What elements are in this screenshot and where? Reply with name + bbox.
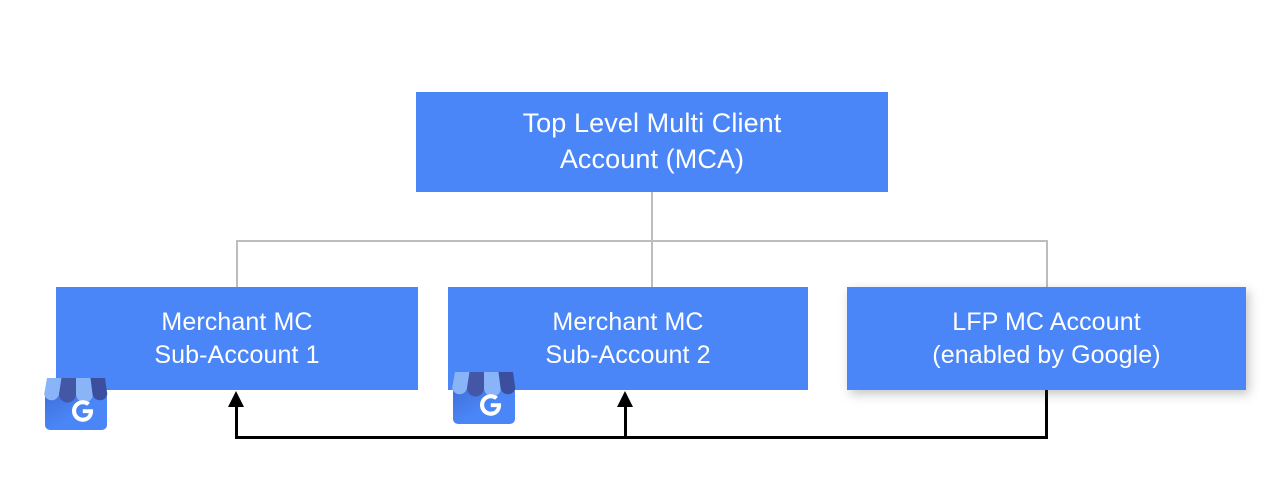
feedback-arrowhead-sub-account-2: [617, 391, 633, 407]
connector-drop-sub-account-2: [651, 240, 653, 288]
connector-drop-lfp-account: [1046, 240, 1048, 288]
google-business-profile-storefront-icon: [448, 360, 520, 432]
feedback-line-to-sub-account-1: [235, 405, 238, 438]
feedback-line-from-lfp: [1045, 390, 1048, 439]
google-business-profile-storefront-icon: [40, 366, 112, 438]
node-top-level-mca[interactable]: Top Level Multi Client Account (MCA): [416, 92, 888, 192]
feedback-arrowhead-sub-account-1: [228, 391, 244, 407]
node-lfp-mc-account[interactable]: LFP MC Account (enabled by Google): [847, 287, 1246, 390]
feedback-line-to-sub-account-2: [624, 405, 627, 438]
node-merchant-mc-sub-account-1[interactable]: Merchant MC Sub-Account 1: [56, 287, 418, 390]
feedback-horizontal-line: [235, 436, 1048, 439]
connector-horizontal-bus: [236, 240, 1048, 242]
connector-top-stem: [651, 192, 653, 242]
connector-drop-sub-account-1: [236, 240, 238, 288]
